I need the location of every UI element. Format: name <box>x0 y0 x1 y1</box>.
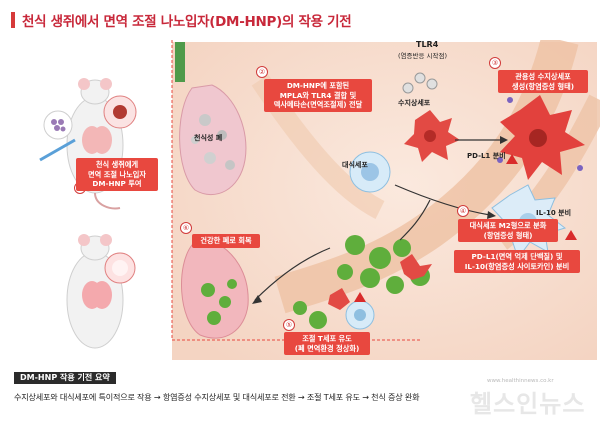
step5-callout: 조절 T세포 유도 (폐 면역환경 정상화) <box>284 332 370 355</box>
step1-line2: 면역 조절 나노입자 <box>88 169 146 179</box>
syringe-icon <box>39 138 76 162</box>
step4b-line1: PD-L1(면역 억제 단백질) 및 <box>471 252 563 261</box>
healthy-lung <box>181 239 249 339</box>
step4b-line2: IL-10(항염증성 사이토카인) 분비 <box>464 261 570 271</box>
tolerogenic-dendritic-cell <box>497 95 585 180</box>
arrow-heads <box>252 136 508 304</box>
airway-lumen-open <box>112 260 128 276</box>
step3-number: ③ <box>489 57 501 69</box>
flow-arrows <box>254 139 500 301</box>
step2-callout: DM-HNP에 포함된 MPLA와 TLR4 결합 및 덱사메타손(면역조절제)… <box>264 79 372 112</box>
step4-line2: (항염증성 형태) <box>483 230 533 240</box>
macrophage-cell <box>349 151 391 193</box>
red-up-arrows <box>354 154 577 302</box>
step5-number: ⑤ <box>283 319 295 331</box>
step1-callout: 천식 생쥐에게 면역 조절 나노입자 DM-HNP 투여 <box>76 158 158 191</box>
diagram-scene: 천식성 폐 ① 천식 생쥐에게 면역 조절 나노입자 DM-HNP 투여 ② D… <box>0 35 600 362</box>
watermark-logo: 헬스인뉴스 <box>470 390 586 418</box>
step2-line1: DM-HNP에 포함된 <box>286 81 350 90</box>
m2-cell-cluster <box>293 235 432 329</box>
il10-label: IL-10 분비 <box>536 209 572 217</box>
asthma-lung <box>179 84 247 195</box>
nanoparticle-cluster <box>51 119 66 132</box>
step2-number: ② <box>256 66 268 78</box>
step5-line2: (폐 면역환경 정상화) <box>294 343 360 353</box>
step3-callout: 관용성 수지상세포 생성(항염증성 형태) <box>498 70 588 93</box>
title-accent <box>11 12 15 28</box>
asthma-lung-label: 천식성 폐 <box>194 134 223 142</box>
tlr4-label: TLR4 <box>416 40 439 49</box>
step4b-callout: PD-L1(면역 억제 단백질) 및 IL-10(항염증성 사이토카인) 분비 <box>454 250 580 273</box>
step1-line1: 천식 생쥐에게 <box>95 160 139 169</box>
nanoparticle-zoom <box>43 110 73 140</box>
step6-number: ⑥ <box>180 222 192 234</box>
step4-callout: 대식세포 M2형으로 분화 (항염증성 형태) <box>458 219 558 242</box>
step6-callout: 건강한 폐로 회복 <box>192 234 260 248</box>
mouse-bottom <box>66 234 124 349</box>
step4-line1: 대식세포 M2형으로 분화 <box>469 221 547 230</box>
summary-text: 수지상세포와 대식세포에 특이적으로 작용 → 항염증성 수지상세포 및 대식세… <box>14 392 420 402</box>
page-title: 천식 생쥐에서 면역 조절 나노입자(DM-HNP)의 작용 기전 <box>22 14 352 30</box>
dendritic-cell <box>404 110 460 162</box>
step5-line1: 조절 T세포 유도 <box>302 334 352 343</box>
tlr4-particles <box>402 72 438 94</box>
macrophage-label: 대식세포 <box>342 161 368 169</box>
title-bar: 천식 생쥐에서 면역 조절 나노입자(DM-HNP)의 작용 기전 <box>0 0 600 38</box>
pdl1-label: PD-L1 분비 <box>467 152 506 160</box>
summary-heading: DM-HNP 작용 기전 요약 <box>14 372 116 384</box>
step3-line2: 생성(항염증성 형태) <box>512 81 574 91</box>
dendritic-label: 수지상세포 <box>398 99 431 107</box>
watermark-url: www.healthinnews.co.kr <box>487 378 554 384</box>
regulatory-t-cell <box>345 300 375 330</box>
trachea-tube <box>175 42 185 82</box>
step3-line1: 관용성 수지상세포 <box>515 72 571 81</box>
step2-line3: 덱사메타손(면역조절제) 전달 <box>273 100 363 109</box>
airway-lumen <box>113 105 127 119</box>
step1-line3: DM-HNP 투여 <box>92 179 142 188</box>
step4-number: ④ <box>457 205 469 217</box>
step2-line2: MPLA와 TLR4 결합 및 <box>279 90 357 100</box>
tlr4-sublabel: (염증반응 시작점) <box>398 52 447 60</box>
